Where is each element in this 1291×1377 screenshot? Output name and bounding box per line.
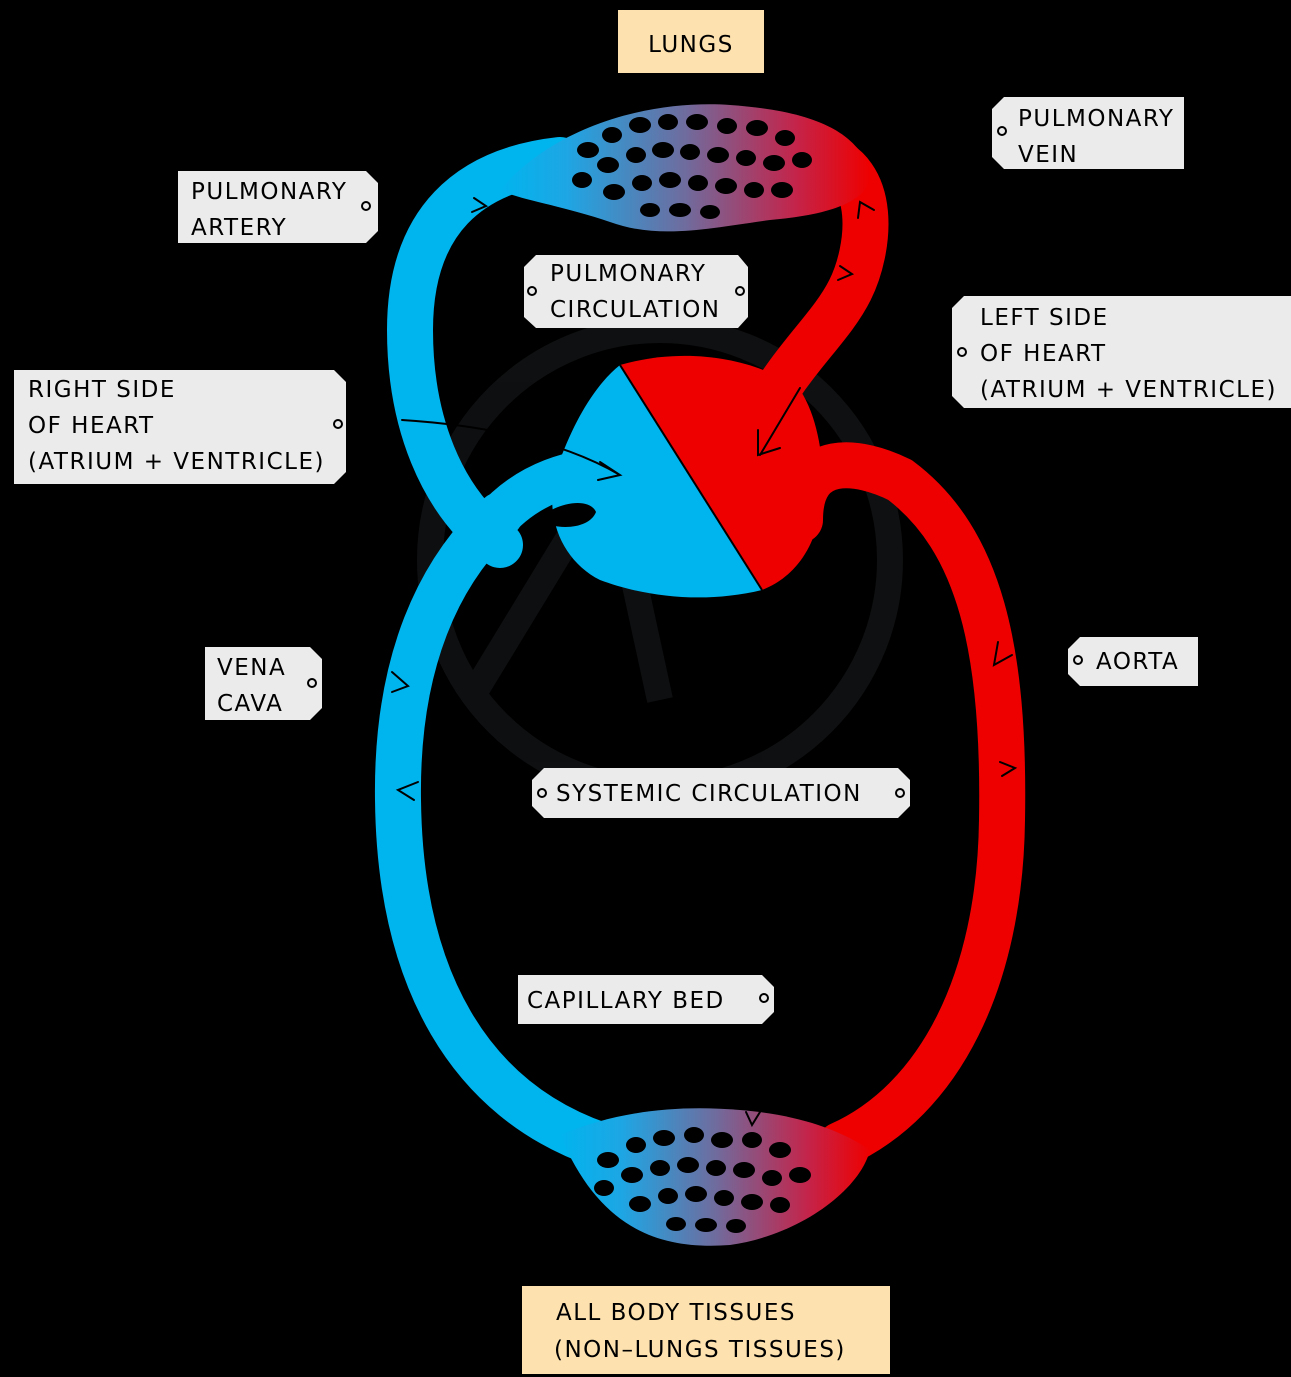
label-systemic-circulation-text: SYSTEMIC CIRCULATION — [556, 781, 862, 807]
arrow-aorta-2 — [999, 761, 1018, 777]
box-body-tissues: ALL BODY TISSUES (NON–LUNGS TISSUES) — [522, 1286, 890, 1374]
arrow-aorta-1 — [992, 641, 1013, 667]
arrow-vena-cava-2 — [395, 781, 419, 801]
label-pulmonary-vein-line2: VEIN — [1018, 142, 1078, 168]
pulmonary-artery-vessel — [386, 137, 583, 568]
heart-right-side — [552, 365, 762, 598]
label-pulmonary-vein-line1: PULMONARY — [1018, 106, 1174, 132]
box-body-tissues-line2: (NON–LUNGS TISSUES) — [554, 1337, 846, 1363]
body-capillary-bed — [560, 1108, 870, 1246]
label-vena-cava-line2: CAVA — [217, 691, 283, 717]
flow-arrows — [391, 197, 1018, 1128]
label-pulmonary-artery-line1: PULMONARY — [191, 179, 347, 205]
label-systemic-circulation: SYSTEMIC CIRCULATION — [532, 768, 910, 818]
aorta-vessel — [777, 442, 1026, 1168]
label-vena-cava: VENA CAVA — [205, 647, 322, 720]
label-left-side-heart-line1: LEFT SIDE — [980, 305, 1109, 331]
box-lungs: LUNGS — [618, 10, 764, 73]
label-right-side-heart-line1: RIGHT SIDE — [28, 377, 176, 403]
label-right-side-heart: RIGHT SIDE OF HEART (ATRIUM + VENTRICLE) — [14, 370, 346, 484]
arrow-pulmonary-vein-down — [857, 200, 875, 219]
arrow-body-bed — [745, 1111, 761, 1128]
lung-capillary-bed — [500, 104, 870, 232]
label-aorta-text: AORTA — [1096, 649, 1179, 675]
label-aorta: AORTA — [1068, 637, 1198, 686]
label-pulmonary-circulation-line1: PULMONARY — [550, 261, 706, 287]
label-left-side-heart-line3: (ATRIUM + VENTRICLE) — [980, 377, 1277, 403]
arrow-pulmonary-vein-mid — [837, 265, 855, 281]
arrow-pulmonary-artery-top — [471, 197, 489, 213]
heart-left-side — [620, 355, 823, 590]
label-capillary-bed: CAPILLARY BED — [518, 975, 774, 1024]
label-left-side-heart-line2: OF HEART — [980, 341, 1107, 367]
label-right-side-heart-line2: OF HEART — [28, 413, 155, 439]
label-pulmonary-circulation-line2: CIRCULATION — [550, 297, 721, 323]
arrow-into-left-heart — [757, 387, 801, 457]
arrow-vena-cava-1 — [391, 671, 410, 693]
box-lungs-text: LUNGS — [648, 32, 734, 58]
label-pulmonary-circulation: PULMONARY CIRCULATION — [524, 255, 748, 328]
label-vena-cava-line1: VENA — [217, 655, 286, 681]
label-left-side-heart: LEFT SIDE OF HEART (ATRIUM + VENTRICLE) — [952, 296, 1291, 408]
arrow-into-right-heart — [401, 419, 623, 481]
arrow-pulmonary-artery-up — [460, 253, 479, 273]
label-pulmonary-artery: PULMONARY ARTERY — [178, 171, 378, 243]
heart — [536, 355, 823, 598]
label-pulmonary-vein: PULMONARY VEIN — [992, 97, 1184, 169]
label-right-side-heart-line3: (ATRIUM + VENTRICLE) — [28, 449, 325, 475]
label-capillary-bed-text: CAPILLARY BED — [527, 988, 725, 1014]
label-pulmonary-artery-line2: ARTERY — [191, 215, 287, 241]
box-body-tissues-line1: ALL BODY TISSUES — [556, 1300, 796, 1326]
vena-cava-vessel — [374, 492, 623, 1168]
